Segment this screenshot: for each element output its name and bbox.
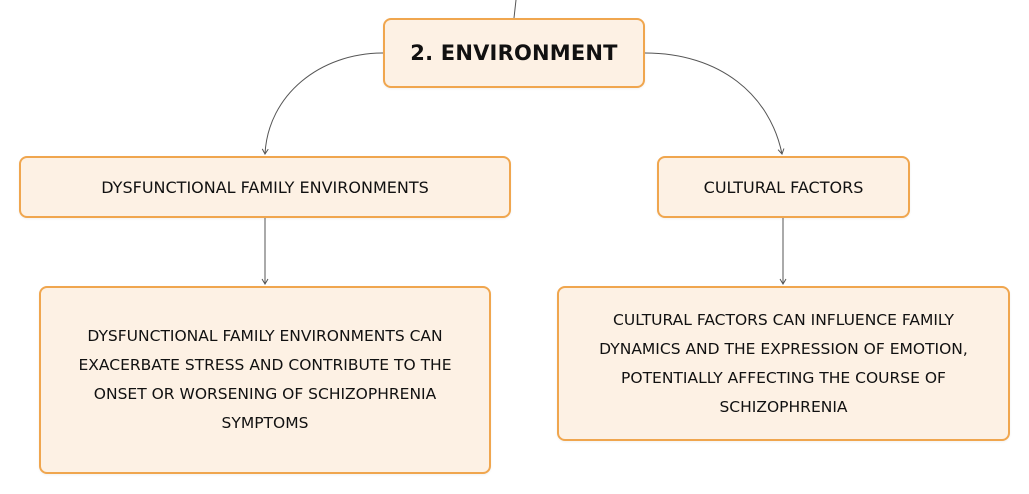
detail-node-cultural-factors[interactable]: CULTURAL FACTORS CAN INFLUENCE FAMILY DY… [557,286,1010,441]
root-to-right-branch-connector [644,52,785,155]
detail-node-text: CULTURAL FACTORS CAN INFLUENCE FAMILY DY… [599,310,968,416]
branch-node-cultural-factors[interactable]: CULTURAL FACTORS [657,156,910,218]
detail-node-dysfunctional-family[interactable]: DYSFUNCTIONAL FAMILY ENVIRONMENTS CAN EX… [39,286,491,474]
root-node-environment[interactable]: 2. ENVIRONMENT [383,18,645,88]
branch-node-label: CULTURAL FACTORS [703,177,864,197]
root-node-label: 2. ENVIRONMENT [410,41,618,65]
detail-node-text: DYSFUNCTIONAL FAMILY ENVIRONMENTS CAN EX… [78,327,452,432]
branch-node-dysfunctional-family[interactable]: DYSFUNCTIONAL FAMILY ENVIRONMENTS [19,156,511,218]
root-to-left-branch-connector [261,52,384,155]
incoming-connector [513,0,517,19]
branch-node-label: DYSFUNCTIONAL FAMILY ENVIRONMENTS [101,177,429,197]
